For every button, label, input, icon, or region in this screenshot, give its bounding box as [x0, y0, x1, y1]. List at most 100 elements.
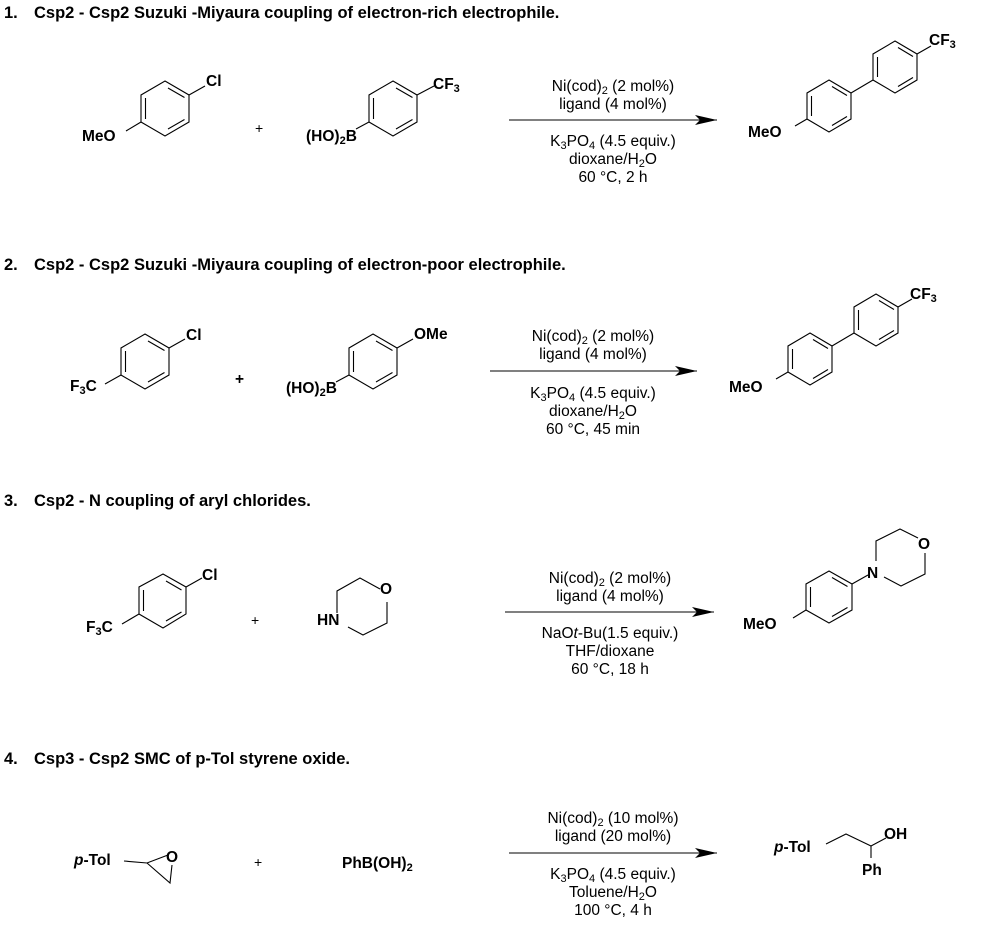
condition-text: O: [624, 403, 637, 420]
condition-text: Ni(cod): [547, 810, 598, 827]
condition-text: Ni(cod): [531, 328, 582, 345]
atom-label: O: [918, 536, 931, 553]
subscript: 3: [560, 140, 567, 152]
atom-label: O: [166, 849, 179, 866]
condition-line: NaOt-Bu(1.5 equiv.): [510, 625, 710, 643]
condition-text: dioxane/H: [549, 403, 619, 420]
subscript: 3: [79, 385, 86, 397]
subscript: 2: [638, 158, 645, 170]
condition-line: Ni(cod)2 (2 mol%): [510, 570, 710, 589]
condition-text: NaO: [541, 625, 574, 642]
atom-label: HN: [317, 612, 340, 629]
reactant-1-ring: [125, 80, 206, 137]
product-biphenyl: [775, 293, 913, 386]
subscript: 2: [406, 862, 413, 874]
condition-text: -Bu(1.5 equiv.): [577, 625, 679, 642]
condition-line: K3PO4 (4.5 equiv.): [513, 133, 713, 152]
reactant-1-ring: [104, 333, 186, 390]
subscript: 3: [540, 392, 547, 404]
atom-label: F3C: [70, 378, 97, 397]
atom-text: F: [70, 378, 80, 395]
atom-text: PhB(OH): [342, 855, 407, 872]
condition-line: ligand (4 mol%): [559, 96, 667, 113]
atom-label: O: [380, 581, 393, 598]
atom-label: (HO)2B: [306, 128, 357, 147]
atom-label: Cl: [186, 327, 202, 344]
reaction-title: Csp2 - Csp2 Suzuki -Miyaura coupling of …: [34, 4, 560, 22]
condition-text: O: [644, 151, 657, 168]
condition-line: 60 °C, 45 min: [545, 421, 641, 438]
product-alcohol: [825, 833, 887, 858]
condition-text: (10 mol%): [603, 810, 679, 827]
plus-sign: +: [251, 612, 260, 628]
atom-label: CF3: [910, 286, 937, 305]
atom-label: CF3: [433, 77, 460, 95]
subscript: 2: [601, 85, 608, 97]
atom-text: CF: [910, 286, 931, 303]
atom-text: CF: [929, 32, 950, 49]
condition-line: THF/dioxane: [565, 643, 655, 660]
subscript: 2: [319, 387, 326, 399]
subscript: 2: [581, 335, 588, 347]
condition-text: O: [644, 884, 657, 901]
conditions-below: NaOt-Bu(1.5 equiv.) THF/dioxane 60 °C, 1…: [510, 625, 710, 679]
atom-label: p-Tol: [774, 840, 811, 856]
condition-line: ligand (4 mol%): [556, 588, 664, 605]
epoxide: [123, 854, 173, 885]
product-biphenyl: [794, 40, 932, 133]
reaction-number: 2.: [4, 256, 18, 274]
subscript: 2: [618, 410, 625, 422]
plus-sign: +: [254, 854, 263, 870]
subscript: 2: [597, 817, 604, 829]
reaction-title: Csp3 - Csp2 SMC of p-Tol styrene oxide.: [34, 750, 350, 768]
reaction-3-heading: 3. Csp2 - N coupling of aryl chlorides.: [4, 492, 311, 511]
atom-label: MeO: [82, 128, 116, 145]
atom-label: MeO: [748, 124, 782, 141]
atom-label: PhB(OH)2: [342, 855, 413, 874]
subscript: 3: [949, 39, 956, 51]
subscript: 4: [589, 140, 596, 152]
condition-text: PO: [566, 866, 590, 883]
subscript: 4: [589, 873, 596, 885]
reaction-number: 3.: [4, 492, 18, 510]
condition-line: Ni(cod)2 (10 mol%): [513, 810, 713, 829]
condition-line: ligand (4 mol%): [539, 346, 647, 363]
reaction-title: Csp2 - Csp2 Suzuki -Miyaura coupling of …: [34, 256, 566, 274]
atom-text: (HO): [306, 128, 340, 145]
condition-text: Toluene/H: [569, 884, 639, 901]
subscript: 3: [95, 626, 102, 638]
atom-label: MeO: [729, 379, 763, 396]
atom-text: (HO): [286, 380, 320, 397]
condition-text: (4.5 equiv.): [595, 133, 676, 150]
atom-label: Ph: [862, 862, 882, 879]
condition-line: Ni(cod)2 (2 mol%): [513, 78, 713, 97]
atom-text: B: [325, 380, 337, 397]
atom-text: p: [774, 839, 784, 856]
condition-text: (2 mol%): [587, 328, 655, 345]
condition-text: (2 mol%): [607, 78, 675, 95]
conditions-above: Ni(cod)2 (2 mol%) ligand (4 mol%): [493, 328, 693, 364]
condition-text: K: [550, 866, 561, 883]
condition-text: (2 mol%): [604, 570, 672, 587]
condition-line: dioxane/H2O: [493, 403, 693, 422]
subscript: 2: [598, 577, 605, 589]
conditions-above: Ni(cod)2 (2 mol%) ligand (4 mol%): [513, 78, 713, 114]
product-aryl-morpholine: [792, 528, 926, 624]
reaction-2-heading: 2. Csp2 - Csp2 Suzuki -Miyaura coupling o…: [4, 256, 566, 275]
condition-line: K3PO4 (4.5 equiv.): [493, 385, 693, 404]
reactant-2-ring: [335, 333, 414, 390]
atom-text: -Tol: [783, 839, 811, 856]
condition-line: 60 °C, 18 h: [571, 661, 649, 678]
condition-text: PO: [566, 133, 590, 150]
reaction-title: Csp2 - N coupling of aryl chlorides.: [34, 492, 311, 510]
condition-line: Toluene/H2O: [513, 884, 713, 903]
reaction-number: 4.: [4, 750, 18, 768]
atom-label: OH: [884, 826, 908, 843]
atom-label: p-Tol: [74, 853, 111, 869]
atom-label: OMe: [414, 326, 448, 343]
reaction-4-heading: 4. Csp3 - Csp2 SMC of p-Tol styrene oxide…: [4, 750, 350, 769]
plus-sign: +: [235, 371, 245, 388]
subscript: 2: [339, 135, 346, 147]
conditions-below: K3PO4 (4.5 equiv.) dioxane/H2O 60 °C, 45…: [493, 385, 693, 439]
